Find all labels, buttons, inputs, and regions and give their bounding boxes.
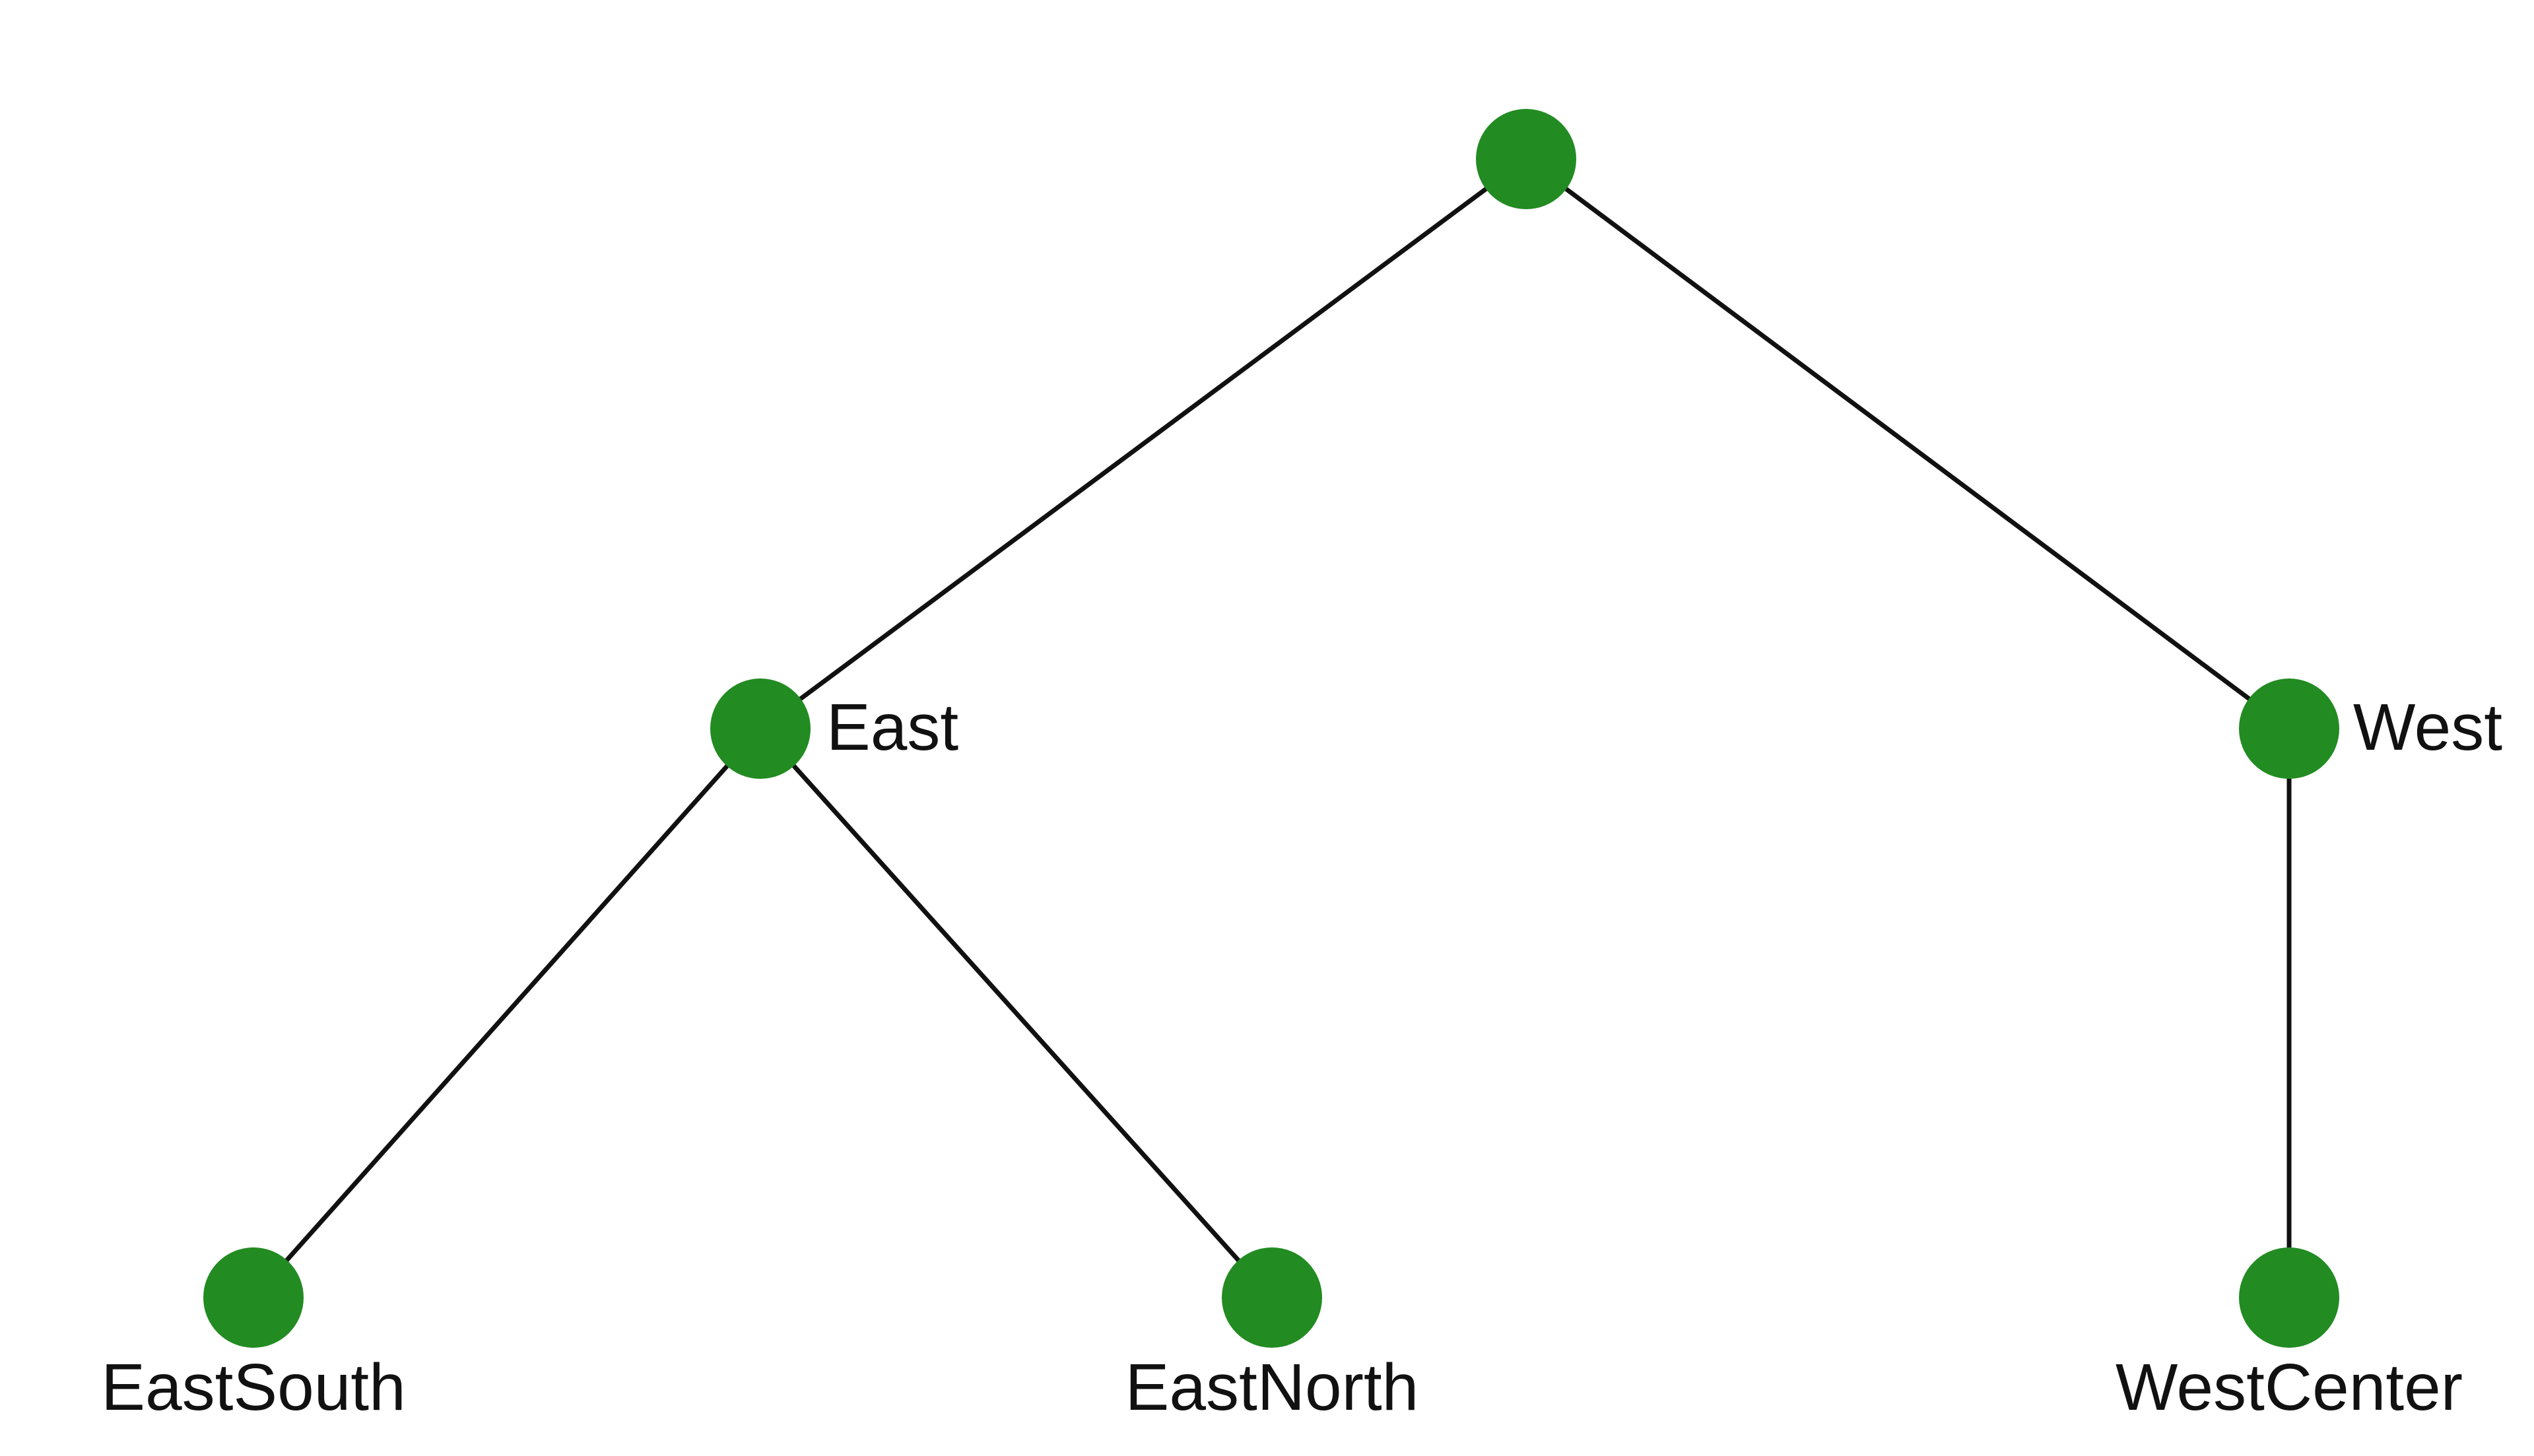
- node-east: [710, 678, 811, 779]
- node-root: [1476, 109, 1576, 209]
- label-eastsouth: EastSouth: [101, 1350, 405, 1424]
- node-eastnorth: [1222, 1247, 1322, 1348]
- label-westcenter: WestCenter: [2116, 1350, 2463, 1424]
- label-eastnorth: EastNorth: [1125, 1350, 1419, 1424]
- label-west: West: [2353, 690, 2502, 764]
- edge-root-west: [1524, 157, 2291, 731]
- node-west: [2239, 678, 2339, 779]
- edge-east-eastsouth: [251, 727, 762, 1300]
- labels: East West EastSouth EastNorth WestCenter: [101, 690, 2502, 1424]
- label-east: East: [826, 690, 958, 764]
- edge-east-eastnorth: [758, 727, 1274, 1300]
- edge-root-east: [758, 157, 1528, 731]
- node-westcenter: [2239, 1247, 2339, 1348]
- edges: [251, 157, 2292, 1300]
- node-eastsouth: [203, 1247, 304, 1348]
- nodes: [203, 109, 2339, 1348]
